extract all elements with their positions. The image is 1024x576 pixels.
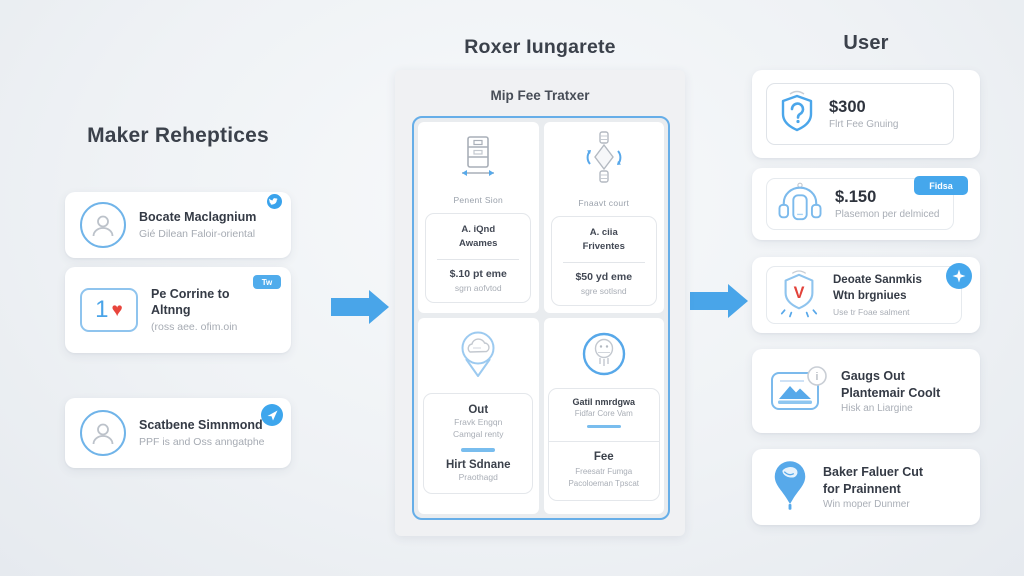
send-plane-icon[interactable]: [261, 404, 283, 426]
maker-card-2: 1 ♥ Pe Corrine to Altnng (ross aee. ofim…: [65, 267, 291, 353]
maker-card-3: Scatbene Simnmond PPF is and Oss anngatp…: [65, 398, 291, 468]
flow-arrow-right: [690, 284, 748, 318]
sparkle-icon[interactable]: [946, 263, 972, 289]
quadrant-label: Penent Sion: [453, 195, 504, 205]
amount-box: V Deoate Sanmkis Wtn brgniues Use tr Foa…: [766, 266, 962, 324]
divider: [562, 261, 645, 263]
mini-title: Fee: [593, 451, 614, 464]
fee-mini-card: Out Fravk Engqn Camgal renty Hirt Sdnane…: [423, 392, 534, 495]
quadrant-bottom-left: Out Fravk Engqn Camgal renty Hirt Sdnane…: [418, 317, 539, 514]
quadrant-top-left: Penent Sion A. iQnd Awames $.10 pt eme s…: [418, 122, 539, 313]
one-heart-icon: 1 ♥: [80, 288, 138, 332]
shield-v-icon: V: [777, 268, 821, 323]
drone-axis-icon: [580, 130, 628, 189]
fee-mini-card: Gatil nmrdgwa Fidfar Core Vam Fee Freesa…: [547, 387, 660, 502]
cabinet-printer-icon: [455, 135, 501, 186]
amount-box: $.150 Plasemon per delmiced: [766, 178, 954, 230]
amount-box: $300 Flrt Fee Gnuing: [766, 83, 954, 145]
face-circle-icon: [581, 331, 627, 382]
balloon-pin-icon: [770, 459, 810, 516]
right-column-title: User: [843, 32, 889, 54]
card-title: for Prainnent: [823, 481, 901, 496]
blue-divider: [461, 448, 496, 452]
user-card-2: $.150 Plasemon per delmiced Fidsa: [752, 168, 980, 240]
amount-subtitle: Flrt Fee Gnuing: [829, 119, 899, 130]
card-subtitle: Win moper Dunmer: [823, 499, 910, 511]
card-title: Bocate Maclagnium: [139, 210, 257, 225]
fee-mini-card: A. ciia Friventes $50 yd eme sgre sotlsn…: [550, 216, 657, 306]
amount-subtitle: Plasemon per delmiced: [835, 209, 940, 220]
user-card-4: i Gaugs Out Plantemair Coolt Hisk an Lia…: [752, 349, 980, 433]
quadrant-label: Fnaavt court: [578, 198, 630, 208]
mini-sub: Fidfar Core Vam: [574, 408, 633, 418]
shield-question-icon: [777, 89, 817, 140]
mini-line: Pacoloeman Tpscat: [568, 479, 640, 489]
user-card-3: V Deoate Sanmkis Wtn brgniues Use tr Foa…: [752, 257, 980, 333]
card-subtitle: Hisk an Liargine: [841, 403, 913, 415]
middle-column-title: Roxer Iungarete: [464, 36, 616, 58]
mini-title: Out: [468, 403, 489, 416]
user-card-5: Baker Faluer Cut for Prainnent Win moper…: [752, 449, 980, 525]
card-title: Wtn brgniues: [833, 290, 907, 302]
svg-text:V: V: [794, 283, 805, 301]
mini-price-sub: sgre sotlsnd: [580, 285, 627, 296]
tw-pill-badge[interactable]: Tw: [253, 275, 281, 289]
person-circle-icon: [80, 202, 126, 248]
divider: [437, 258, 520, 260]
mini-line: A. ciia: [589, 227, 618, 238]
pin-cloud-icon: [451, 328, 505, 389]
person-circle-icon: [80, 410, 126, 456]
mini-line: Freesatr Fumga: [575, 467, 633, 477]
mini-line: Fravk Engqn: [454, 416, 503, 427]
mini-line: Friventes: [582, 240, 625, 252]
fee-tracker-panel: Mip Fee Tratxer Penent Sion A. iQnd Awam…: [395, 70, 685, 536]
card-subtitle: (ross aee. ofim.oin: [151, 320, 238, 333]
twitter-bird-icon[interactable]: [266, 193, 283, 210]
mini-line: Camgal renty: [452, 429, 504, 440]
card-title: Plantemair Coolt: [841, 385, 941, 400]
card-title: Gaugs Out: [841, 368, 905, 383]
card-title: Scatbene Simnmond: [139, 418, 263, 433]
mini-line: A. iQnd: [461, 224, 496, 235]
card-subtitle: Gié Dilean Faloir-oriental: [139, 227, 256, 240]
fidsa-button[interactable]: Fidsa: [914, 176, 968, 195]
picture-info-icon: i: [770, 365, 828, 418]
flow-arrow-left: [331, 290, 389, 324]
headphones-icon: [777, 181, 823, 228]
heart-icon: ♥: [111, 299, 123, 321]
mini-line: Awames: [459, 237, 498, 249]
card-title: Pe Corrine to Altnng: [151, 287, 230, 318]
heart-count: 1: [95, 296, 109, 323]
card-subtitle: Use tr Foae salment: [833, 306, 910, 317]
svg-text:i: i: [816, 371, 818, 383]
mini-price-sub: sgrn aofvtod: [454, 282, 502, 293]
user-card-1: $300 Flrt Fee Gnuing: [752, 70, 980, 158]
amount: $.150: [835, 188, 877, 206]
mini-price: $50 yd eme: [575, 270, 633, 283]
fee-grid: Penent Sion A. iQnd Awames $.10 pt eme s…: [412, 116, 670, 520]
mini-title: Gatil nmrdgwa: [572, 396, 635, 407]
mini-sub: Praothagd: [458, 471, 498, 482]
maker-card-1: Bocate Maclagnium Gié Dilean Faloir-orie…: [65, 192, 291, 258]
blue-divider: [586, 424, 621, 429]
panel-title: Mip Fee Tratxer: [490, 88, 590, 103]
left-column-title: Maker Reheptices: [87, 124, 269, 147]
card-title: Deoate Sanmkis: [833, 274, 922, 287]
quadrant-top-right: Fnaavt court A. ciia Friventes $50 yd em…: [543, 122, 664, 313]
mini-title: Hirt Sdnane: [445, 458, 511, 471]
amount: $300: [829, 98, 866, 116]
card-subtitle: PPF is and Oss anngatphe: [139, 435, 265, 448]
card-title: Baker Faluer Cut: [823, 464, 924, 479]
fee-mini-card: A. iQnd Awames $.10 pt eme sgrn aofvtod: [425, 213, 532, 303]
mini-price: $.10 pt eme: [449, 267, 507, 280]
quadrant-bottom-right: Gatil nmrdgwa Fidfar Core Vam Fee Freesa…: [543, 317, 664, 514]
